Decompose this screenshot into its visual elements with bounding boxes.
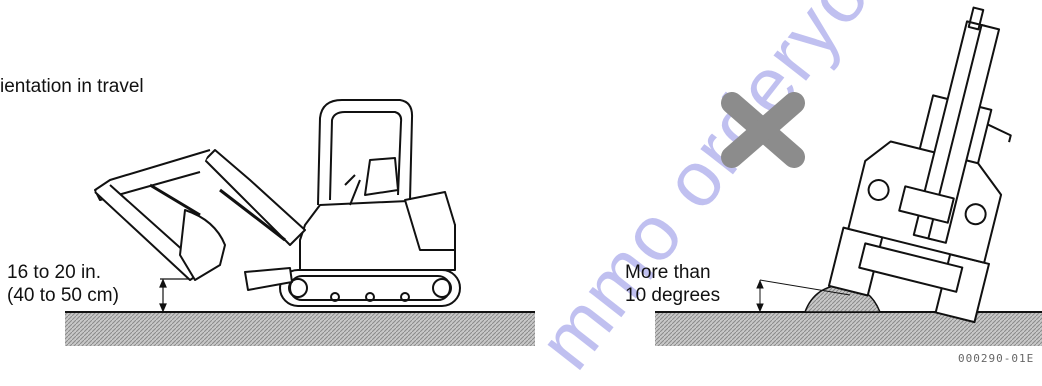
figure-code: 000290-01E	[958, 352, 1034, 365]
angle-label-line1: More than	[625, 262, 711, 284]
excavator-side-view	[95, 100, 460, 306]
illustration	[0, 0, 1042, 368]
excavator-front-view-tilted	[829, 0, 1042, 322]
height-label-metric: (40 to 50 cm)	[7, 285, 119, 307]
right-ground	[655, 312, 1042, 346]
angle-label-line2: 10 degrees	[625, 285, 720, 307]
height-dimension-arrow	[160, 279, 190, 311]
x-prohibited-icon	[732, 103, 794, 157]
height-label-imperial: 16 to 20 in.	[7, 262, 101, 284]
left-ground	[65, 312, 535, 346]
section-heading: ientation in travel	[0, 76, 144, 98]
